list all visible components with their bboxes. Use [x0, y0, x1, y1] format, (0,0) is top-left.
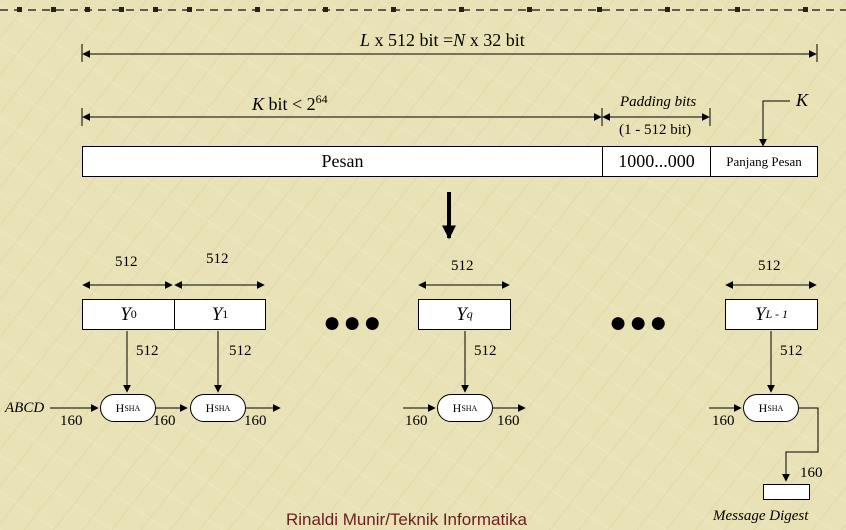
- message-length-label: K bit < 264: [252, 92, 328, 114]
- message-length-dimension: [81, 108, 603, 126]
- chain-label: 160: [244, 413, 267, 429]
- block-input-label: 512: [136, 343, 159, 359]
- chaining-arrows: [50, 404, 819, 482]
- block-width-label: 512: [115, 254, 138, 270]
- block-input-label: 512: [474, 343, 497, 359]
- chain-label: 160: [497, 413, 520, 429]
- chain-label: 160: [153, 413, 176, 429]
- digest-size-label: 160: [800, 465, 823, 481]
- padding-bits-label: Padding bits: [620, 94, 697, 110]
- chain-label: 160: [712, 413, 735, 429]
- block-width-label: 512: [451, 258, 474, 274]
- block-input-label: 512: [229, 343, 252, 359]
- k-marker-arrow: [759, 100, 790, 147]
- chain-label: 160: [405, 413, 428, 429]
- block-input-label: 512: [780, 343, 803, 359]
- block-input-arrows: [123, 331, 775, 393]
- length-segment: Panjang Pesan: [710, 146, 818, 177]
- padding-range-label: (1 - 512 bit): [619, 122, 692, 138]
- abcd-label: ABCD: [5, 400, 45, 416]
- block-width-label: 512: [758, 258, 781, 274]
- footer-credit: Rinaldi Munir/Teknik Informatika: [286, 510, 527, 529]
- message-segment: Pesan: [82, 146, 603, 177]
- block-width-label: 512: [206, 251, 229, 267]
- padding-dimension: [602, 108, 711, 126]
- total-length-dimension: [81, 44, 818, 62]
- chain-label: 160: [60, 413, 83, 429]
- padding-segment: 1000...000: [602, 146, 711, 177]
- ellipsis-1: ●●●: [323, 306, 384, 339]
- digest-box: [763, 484, 810, 500]
- message-digest-label: Message Digest: [713, 508, 809, 524]
- ellipsis-2: ●●●: [609, 306, 670, 339]
- total-length-label: L x 512 bit =N x 32 bit: [360, 30, 525, 50]
- k-marker-label: K: [796, 90, 809, 110]
- top-border-dashes: [0, 7, 846, 12]
